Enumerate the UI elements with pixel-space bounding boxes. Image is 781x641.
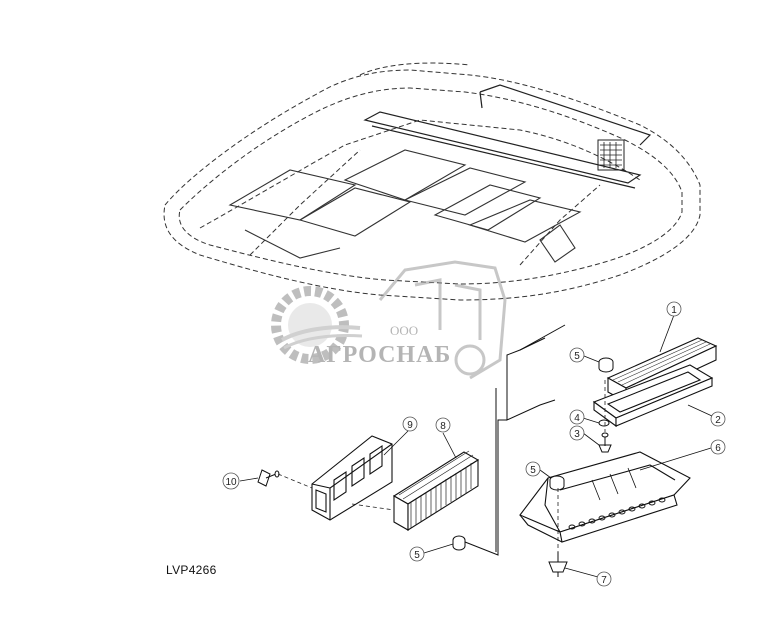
callout-5-upper: 5 — [569, 347, 585, 363]
callout-7: 7 — [596, 571, 612, 587]
callout-2-label: 2 — [715, 415, 721, 426]
alignment-lines — [277, 380, 606, 552]
callout-9-label: 9 — [407, 420, 413, 431]
callout-1-label: 1 — [671, 305, 677, 316]
pleated-filter-part-8 — [392, 450, 480, 531]
callout-1: 1 — [666, 301, 682, 317]
nut-part-5-upper — [598, 357, 614, 373]
roof-blower-block — [597, 139, 625, 171]
housing-part-6 — [519, 451, 691, 543]
callout-6-label: 6 — [715, 443, 721, 454]
callout-4-label: 4 — [574, 413, 580, 424]
assembly-leader-lines — [459, 324, 566, 556]
watermark-prefix: ООО — [390, 323, 418, 338]
callout-2: 2 — [710, 411, 726, 427]
callout-5b-label: 5 — [530, 465, 536, 476]
frame-part-9 — [311, 435, 393, 521]
wing-screw-part-3 — [598, 432, 612, 453]
roof-interior — [228, 149, 582, 263]
nut-part-5-lower — [452, 535, 466, 551]
figure-code: LVP4266 — [166, 563, 217, 577]
callout-leaders — [239, 314, 713, 578]
callout-5a-label: 5 — [574, 351, 580, 362]
callout-5-lower: 5 — [409, 546, 425, 562]
callout-4: 4 — [569, 409, 585, 425]
gasket-part-2 — [592, 364, 714, 428]
harvester-logo-icon — [378, 260, 507, 380]
cab-roof-outline — [163, 62, 701, 301]
watermark-name: АГРОСНАБ — [308, 342, 451, 368]
callout-8-label: 8 — [440, 421, 446, 432]
callout-7-label: 7 — [601, 575, 607, 586]
callout-10-label: 10 — [225, 477, 237, 488]
callout-8: 8 — [435, 417, 451, 433]
wing-screw-part-10 — [257, 469, 280, 487]
watermark: ООО АГРОСНАБ — [271, 260, 507, 380]
nut-part-5-middle — [549, 475, 565, 491]
wing-screw-part-7 — [548, 552, 568, 577]
callout-6: 6 — [710, 439, 726, 455]
callout-3-label: 3 — [574, 429, 580, 440]
callout-10: 10 — [222, 472, 240, 490]
callout-5c-label: 5 — [414, 550, 420, 561]
gear-logo-icon — [271, 286, 363, 364]
callout-9: 9 — [402, 416, 418, 432]
roof-rail — [363, 84, 652, 189]
washer-part-4 — [598, 419, 610, 427]
callout-5-middle: 5 — [525, 461, 541, 477]
callout-3: 3 — [569, 425, 585, 441]
